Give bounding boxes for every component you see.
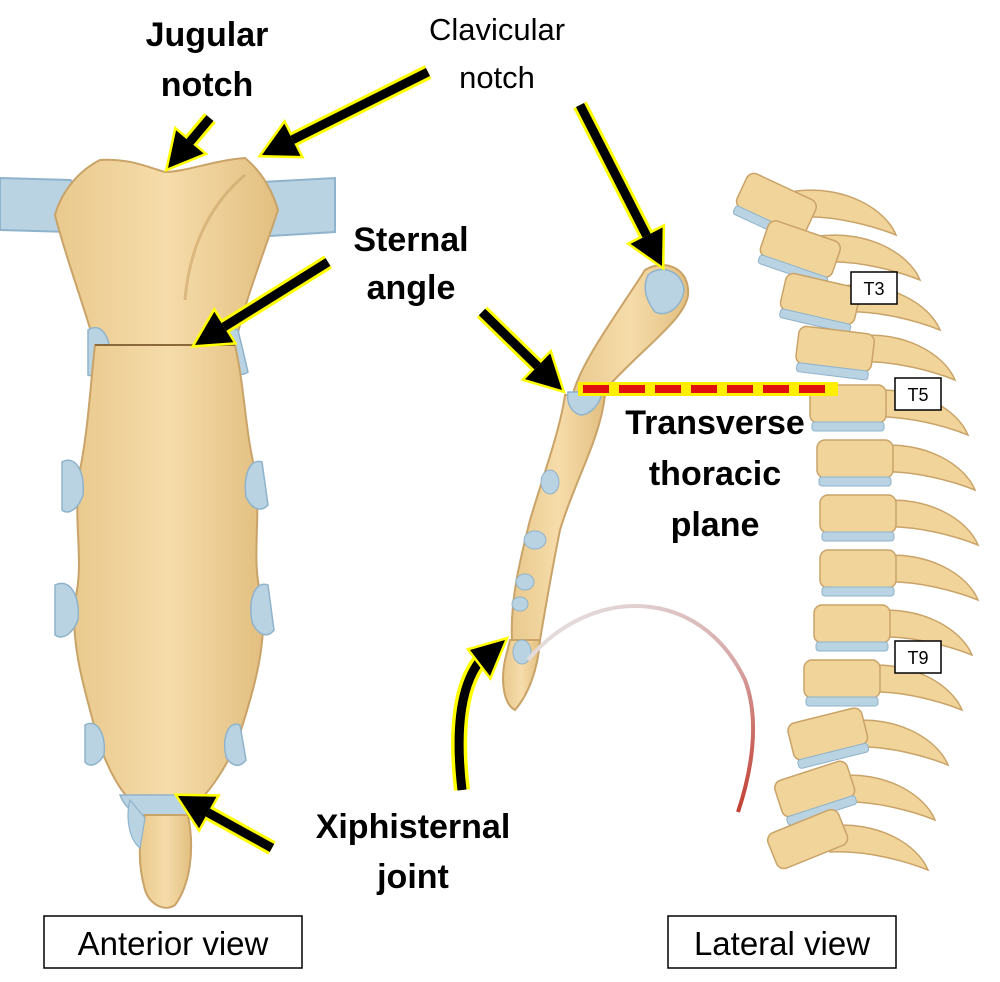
sternal-angle-label-line1: Sternal — [353, 221, 468, 259]
spinous-process — [827, 824, 930, 872]
clavicular-notch-arrow-right-head — [630, 227, 663, 266]
xiphisternal-joint-label-line2: joint — [376, 858, 449, 896]
vertebral-body — [819, 494, 897, 534]
vertebral-body — [803, 659, 881, 699]
xiphoid-side-cartilage — [127, 798, 146, 850]
xiphisternal-arrow-lateral-head — [470, 640, 505, 676]
cartilage-r5 — [224, 723, 247, 766]
spinous-process — [847, 719, 950, 767]
jugular-notch-arrow — [164, 113, 216, 173]
lateral-xiphi-cartilage — [512, 639, 532, 665]
intervertebral-disc — [779, 308, 852, 334]
rib-arc — [526, 604, 756, 813]
lateral-view-text: Lateral view — [694, 925, 870, 962]
transverse-plane-label-line2: thoracic — [649, 455, 781, 493]
lateral-facet-1 — [540, 469, 560, 495]
clavicular-notch-label-line2: notch — [459, 60, 535, 95]
spinous-process — [877, 499, 980, 547]
spinous-process — [819, 234, 922, 282]
spinous-process — [874, 444, 977, 492]
cartilage-r3 — [244, 460, 269, 510]
sternal-angle-arrow-anterior-head — [195, 311, 234, 345]
jugular-notch-label-line1: Jugular — [146, 16, 269, 54]
transverse-plane-label-line1: Transverse — [625, 404, 805, 442]
sternal-angle-arrow-lateral-head — [525, 353, 562, 390]
clavicular-notch-arrow-left-shaft — [290, 67, 431, 144]
xiphisternal-arrow-anterior-shaft — [205, 808, 275, 852]
lateral-clavicular-facet — [644, 268, 685, 315]
cartilage-l3 — [61, 459, 84, 513]
anterior-view-caption: Anterior view — [43, 915, 303, 969]
lateral-sternum — [502, 264, 756, 813]
sternal-angle-arrow-lateral — [476, 306, 566, 394]
vertebral-body — [766, 808, 849, 870]
tag-t5-text: T5 — [907, 385, 928, 405]
spinous-process — [854, 334, 957, 382]
anterior-view-text: Anterior view — [78, 925, 269, 962]
sternal-angle-label-line2: angle — [367, 269, 456, 307]
lateral-sternal-angle-cartilage — [566, 391, 603, 416]
tag-t3: T3 — [850, 271, 898, 305]
transverse-plane-label-line3: plane — [671, 506, 760, 544]
anterior-sternum — [0, 156, 336, 909]
jugular-notch-arrow-shaft — [186, 115, 214, 145]
xiphisternal-arrow-anterior — [173, 793, 276, 855]
intervertebral-disc — [797, 742, 870, 769]
vertebral-body — [813, 604, 891, 644]
vertebral-body — [816, 439, 894, 479]
cartilage-r4 — [250, 583, 275, 636]
xiphisternal-joint-label-line1: Xiphisternal — [316, 808, 511, 846]
xiphisternal-arrow-anterior-head — [178, 796, 217, 829]
manubrium-ridge — [183, 173, 246, 301]
vertebral-body — [819, 549, 897, 589]
clavicular-notch-label-line1: Clavicular — [429, 12, 565, 47]
jugular-notch-label-line2: notch — [161, 66, 254, 104]
intervertebral-disc — [818, 476, 892, 487]
intervertebral-disc — [795, 362, 869, 381]
intervertebral-disc — [821, 531, 895, 542]
lateral-facet-2 — [523, 530, 547, 550]
tag-t3-text: T3 — [863, 279, 884, 299]
jugular-notch-arrow-head — [168, 130, 204, 168]
clavicular-notch-arrow-left — [257, 65, 432, 159]
lateral-facet-3 — [515, 573, 535, 591]
tag-t5: T5 — [894, 377, 942, 411]
cartilage-l5 — [84, 722, 106, 766]
intervertebral-disc — [821, 586, 895, 597]
manubrium — [53, 156, 280, 346]
spinous-process — [795, 189, 898, 237]
lateral-facet-4 — [511, 596, 529, 612]
tag-t9-text: T9 — [907, 648, 928, 668]
clavicular-notch-arrow-right — [573, 101, 666, 271]
intervertebral-disc — [811, 421, 885, 432]
spinous-process — [834, 774, 937, 822]
xiphoid-process — [138, 814, 193, 909]
sternal-angle-arrow-lateral-shaft — [478, 308, 541, 370]
arrows — [164, 65, 666, 855]
spinous-process — [877, 554, 980, 602]
intervertebral-disc — [805, 696, 879, 707]
cartilage-l4 — [54, 582, 79, 638]
xiphisternal-arrow-lateral — [451, 636, 510, 791]
xiphisternal-arrow-lateral-shaft — [454, 651, 489, 791]
clavicular-notch-arrow-left-head — [262, 123, 301, 156]
vertebral-column — [732, 172, 980, 872]
clavicular-notch-arrow-right-shaft — [575, 102, 651, 238]
tag-t9: T9 — [894, 640, 942, 674]
sternal-angle-arrow-anterior — [190, 255, 332, 348]
intervertebral-disc — [815, 641, 889, 652]
lateral-view-caption: Lateral view — [667, 915, 897, 969]
spinous-process — [871, 609, 974, 657]
sternal-angle-arrow-anterior-shaft — [221, 258, 331, 331]
